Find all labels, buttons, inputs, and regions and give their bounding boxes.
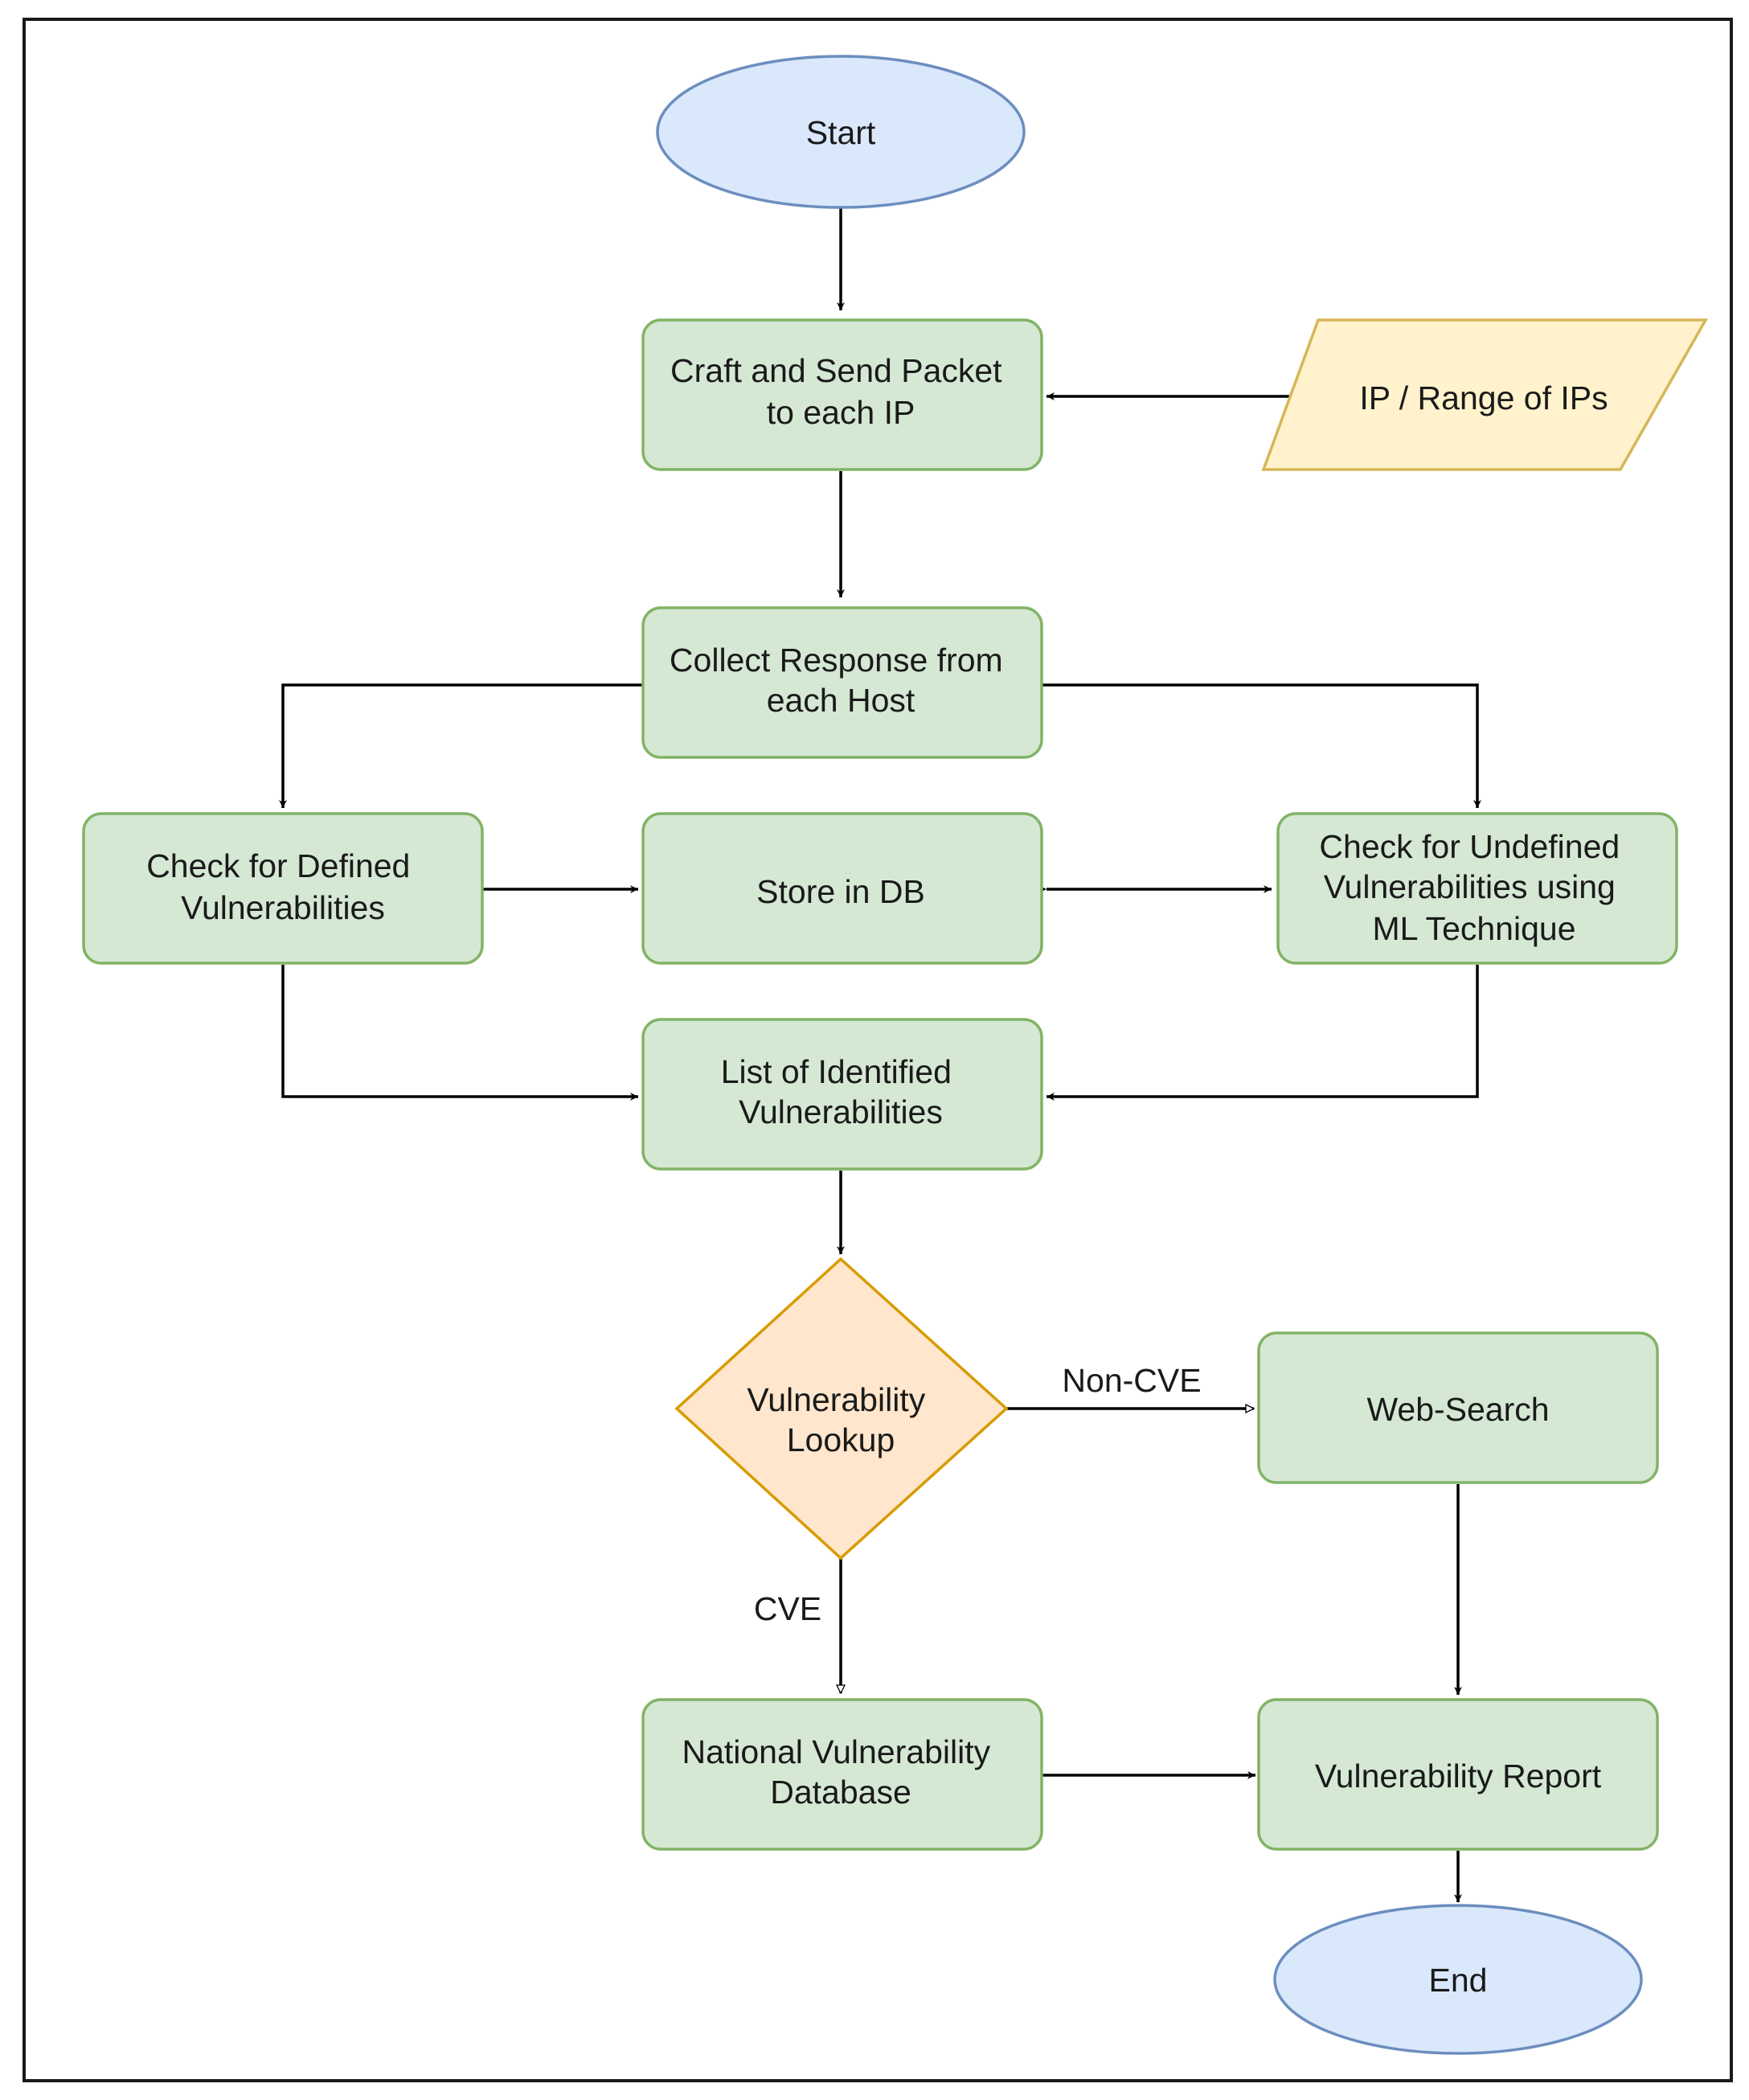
store-in-db-label: Store in DB [756, 873, 925, 910]
collect-line-2: each Host [767, 682, 915, 719]
ip-range-input-label: IP / Range of IPs [1359, 379, 1608, 416]
web-search-node: Web-Search [1257, 1331, 1659, 1484]
defined-vulnerabilities-box [82, 812, 484, 965]
lookup-line-2: Lookup [787, 1421, 895, 1458]
lookup-line-1: Vulnerability [747, 1381, 925, 1418]
identified-vulnerabilities-node: List of Identified Vulnerabilities [641, 1018, 1043, 1171]
craft-send-packet-label: Craft and Send Packet to each IP [670, 352, 1011, 431]
undefined-line-2: Vulnerabilities using [1324, 868, 1616, 905]
defined-line-1: Check for Defined [146, 847, 410, 884]
craft-send-packet-node: Craft and Send Packet to each IP [641, 318, 1043, 471]
start-node: Start [656, 55, 1026, 209]
undefined-line-1: Check for Undefined [1319, 828, 1620, 865]
vulnerability-report-node: Vulnerability Report [1257, 1698, 1659, 1851]
ip-range-input-node: IP / Range of IPs [1261, 318, 1709, 471]
edge-label-non-cve: Non-CVE [1062, 1362, 1201, 1399]
nvd-line-2: Database [770, 1774, 911, 1811]
edge-undefined-to-list [1047, 965, 1479, 1101]
store-in-db-node: Store in DB [641, 812, 1043, 965]
collect-response-node: Collect Response from each Host [641, 606, 1043, 759]
national-vulnerability-database-box [641, 1698, 1043, 1851]
edges [279, 207, 1481, 1902]
undefined-vulnerabilities-node: Check for Undefined Vulnerabilities usin… [1276, 812, 1678, 965]
end-node: End [1273, 1904, 1643, 2055]
identified-vulnerabilities-label: List of Identified Vulnerabilities [721, 1053, 961, 1130]
national-vulnerability-database-label: National Vulnerability Database [682, 1733, 999, 1811]
defined-vulnerabilities-label: Check for Defined Vulnerabilities [146, 847, 420, 926]
undefined-vulnerabilities-box [1276, 812, 1678, 965]
web-search-box [1257, 1331, 1659, 1484]
end-oval [1273, 1904, 1643, 2055]
identified-vulnerabilities-box [641, 1018, 1043, 1171]
undefined-vulnerabilities-label: Check for Undefined Vulnerabilities usin… [1319, 828, 1628, 947]
web-search-label: Web-Search [1366, 1391, 1549, 1428]
nvd-line-1: National Vulnerability [682, 1733, 990, 1770]
start-oval [656, 55, 1026, 209]
craft-line-2: to each IP [767, 394, 915, 431]
start-label: Start [806, 114, 876, 151]
edge-defined-to-list [281, 965, 638, 1101]
list-line-1: List of Identified [721, 1053, 952, 1090]
defined-vulnerabilities-node: Check for Defined Vulnerabilities [82, 812, 484, 965]
store-in-db-box [641, 812, 1043, 965]
edge-collect-to-defined [279, 683, 643, 808]
collect-line-1: Collect Response from [670, 642, 1003, 679]
edge-collect-to-undefined [1042, 683, 1481, 808]
defined-line-2: Vulnerabilities [181, 889, 385, 926]
vulnerability-report-label: Vulnerability Report [1315, 1758, 1602, 1794]
undefined-line-3: ML Technique [1372, 910, 1575, 947]
list-line-2: Vulnerabilities [739, 1093, 943, 1130]
craft-send-packet-box [641, 318, 1043, 471]
edge-label-cve: CVE [754, 1590, 821, 1627]
end-label: End [1429, 1962, 1488, 1999]
vulnerability-lookup-label: Vulnerability Lookup [747, 1381, 934, 1458]
national-vulnerability-database-node: National Vulnerability Database [641, 1698, 1043, 1851]
collect-response-label: Collect Response from each Host [670, 642, 1012, 719]
ip-range-input-shape [1261, 318, 1709, 471]
vulnerability-report-box [1257, 1698, 1659, 1851]
collect-response-box [641, 606, 1043, 759]
vulnerability-lookup-node: Vulnerability Lookup [674, 1257, 1009, 1561]
vulnerability-lookup-diamond [674, 1257, 1009, 1561]
craft-line-1: Craft and Send Packet [670, 352, 1002, 389]
